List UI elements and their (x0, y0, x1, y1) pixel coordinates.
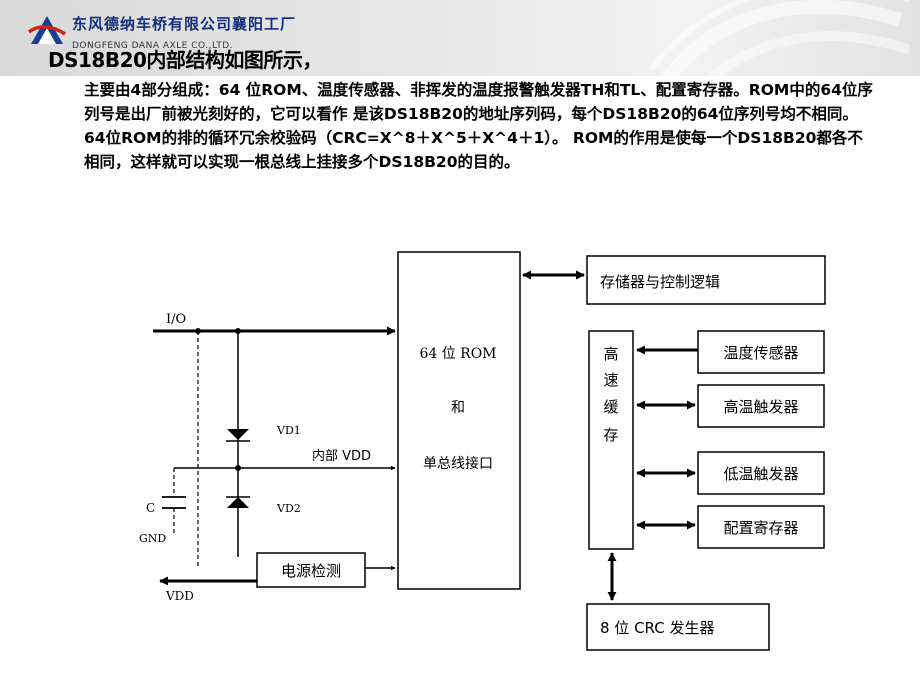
description-paragraph: 主要由4部分组成：64 位ROM、温度传感器、非挥发的温度报警触发器TH和TL、… (84, 81, 873, 171)
scratchpad-char-2: 速 (603, 371, 618, 389)
scratchpad-char-4: 存 (603, 426, 618, 444)
low-trigger-label: 低温触发器 (723, 465, 798, 483)
crc-generator-label: 8 位 CRC 发生器 (600, 619, 714, 637)
power-detect-block (256, 552, 366, 588)
internal-vdd-label: 内部 VDD (312, 448, 371, 464)
company-logo-icon (27, 16, 66, 44)
diode-vd1-icon (227, 429, 249, 440)
slide-header: 东风德纳车桥有限公司襄阳工厂 DONGFENG DANA AXLE CO.,LT… (0, 0, 920, 76)
memory-control-block (586, 255, 826, 305)
rom-label-line2: 和 (451, 400, 465, 416)
capacitor-label: C (146, 501, 155, 515)
temp-sensor-label: 温度传感器 (723, 344, 798, 362)
config-register-block (697, 505, 825, 549)
vd2-label: VD2 (276, 502, 301, 515)
rom-label-line3: 单总线接口 (423, 455, 493, 472)
company-name: 东风德纳车桥有限公司襄阳工厂 (72, 15, 297, 33)
scratchpad-char-1: 高 (603, 345, 618, 363)
vdd-label: VDD (165, 589, 194, 603)
scratchpad-char-3: 缓 (603, 398, 618, 416)
diode-vd2-icon (227, 497, 249, 508)
company-name-en: DONGFENG DANA AXLE CO.,LTD. (72, 41, 234, 51)
header-swirl-decoration (650, 0, 910, 76)
high-trigger-block (697, 384, 825, 428)
gnd-label: GND (139, 532, 166, 545)
slide-title: DS18B20内部结构如图所示， (48, 48, 322, 72)
memory-control-label: 存储器与控制逻辑 (600, 273, 720, 291)
temp-sensor-block (697, 330, 825, 374)
rom-label-line1: 64 位 ROM (419, 346, 496, 362)
high-trigger-label: 高温触发器 (723, 398, 798, 416)
power-detect-label: 电源检测 (281, 562, 341, 580)
crc-generator-block (586, 603, 770, 651)
config-register-label: 配置寄存器 (723, 519, 798, 537)
io-label: I/O (166, 312, 186, 327)
scratchpad-block (588, 330, 634, 550)
rom-bus-interface-block (397, 251, 521, 590)
vd1-label: VD1 (276, 424, 301, 437)
low-trigger-block (697, 451, 825, 495)
